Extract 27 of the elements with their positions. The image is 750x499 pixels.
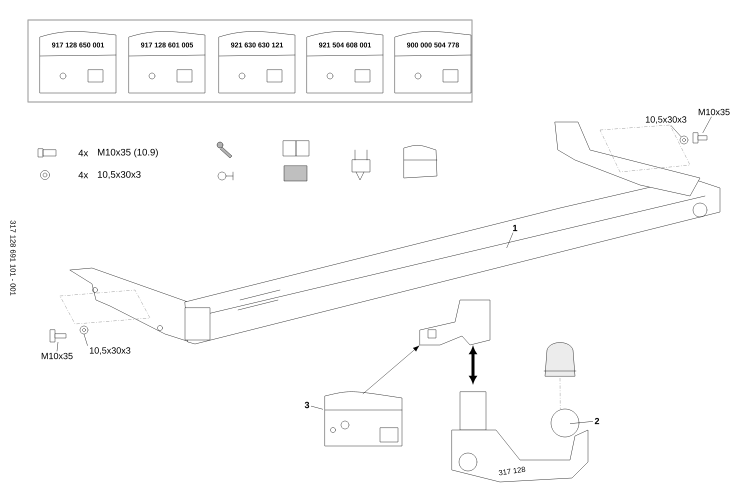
receiver-drawing bbox=[420, 300, 490, 346]
leader-line bbox=[56, 342, 58, 352]
washer-drawing bbox=[80, 326, 88, 334]
double-arrow bbox=[469, 347, 477, 383]
leader-line bbox=[570, 421, 593, 424]
leader-line bbox=[506, 232, 514, 248]
kit-bag-drawing bbox=[324, 392, 402, 446]
bolt-drawing bbox=[50, 330, 66, 342]
arrow bbox=[362, 346, 420, 394]
callout-number: 3 bbox=[304, 402, 310, 408]
callout-number: 2 bbox=[594, 418, 600, 424]
part-label: M10x35 bbox=[42, 352, 73, 360]
coupling-drawing bbox=[452, 392, 588, 482]
washer-drawing bbox=[680, 136, 688, 144]
leader-line bbox=[84, 334, 88, 346]
bolt-drawing bbox=[692, 132, 708, 144]
count-label: 4x bbox=[78, 172, 88, 178]
part-label: 10,5x30x3 bbox=[90, 347, 130, 355]
part-spec: M10x35 (10.9) bbox=[98, 148, 158, 158]
count-label: 4x bbox=[78, 150, 88, 156]
leader-line bbox=[311, 406, 323, 410]
part-label: 10,5x30x3 bbox=[646, 116, 686, 124]
leader-line bbox=[670, 125, 682, 138]
leader-line bbox=[702, 116, 712, 133]
part-spec: 10,5x30x3 bbox=[98, 171, 141, 179]
part-label: M10x35 bbox=[698, 108, 730, 116]
ball-cap-drawing bbox=[544, 342, 576, 376]
